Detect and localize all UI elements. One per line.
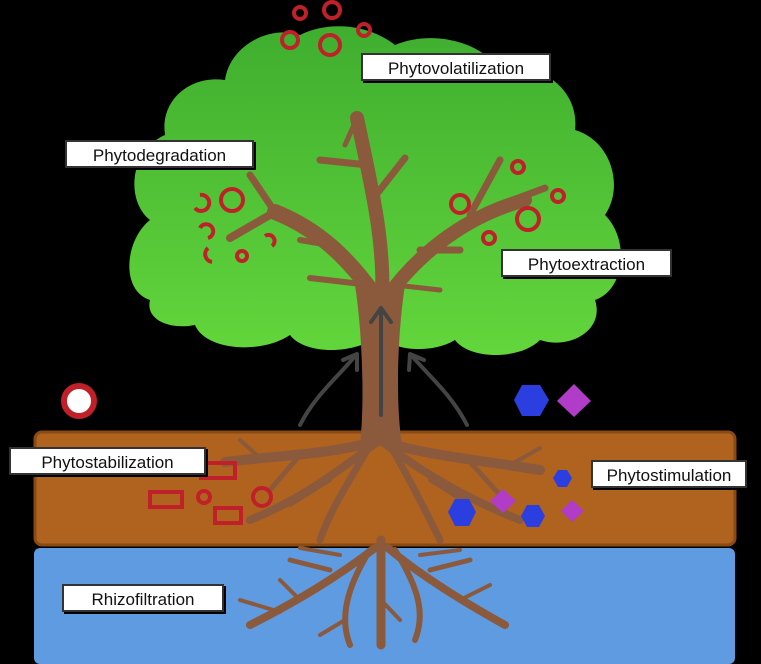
label-rhizofiltration: Rhizofiltration — [62, 584, 224, 612]
label-phytostabilization: Phytostabilization — [9, 447, 206, 475]
label-phytovolatilization: Phytovolatilization — [361, 53, 551, 81]
label-phytostimulation: Phytostimulation — [591, 460, 747, 488]
water-roots — [238, 535, 509, 650]
bound-contaminant-icon — [148, 461, 273, 525]
diamond-molecule-icon — [490, 384, 591, 522]
label-phytodegradation: Phytodegradation — [65, 140, 254, 168]
free-contaminant-icon — [61, 383, 97, 419]
tree-branches — [226, 111, 549, 308]
hexagon-molecule-icon — [448, 385, 572, 527]
label-phytoextraction: Phytoextraction — [501, 249, 672, 277]
degrading-contaminant-icon — [193, 187, 277, 264]
extracted-contaminant-icon — [449, 159, 566, 246]
uptake-arrow-icon — [298, 306, 469, 427]
contaminant-ring-icon — [280, 0, 372, 57]
